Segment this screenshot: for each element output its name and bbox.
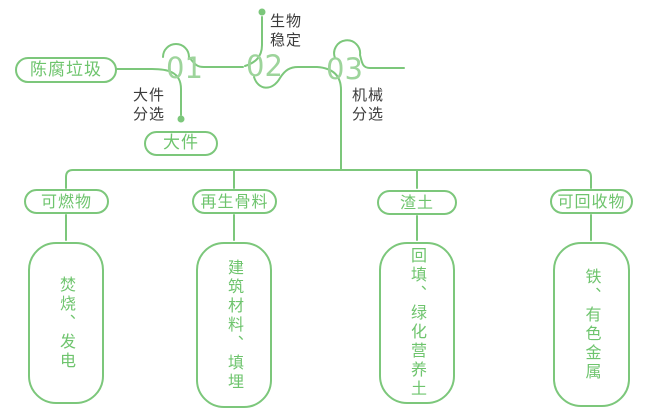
line-source-to-01	[116, 68, 182, 116]
result-box-backfill: 回填、绿化营养土	[379, 242, 455, 404]
process-label-bulky-sorting: 大件 分选	[133, 86, 166, 123]
branch-pill-slag-soil: 渣土	[377, 190, 457, 215]
arc-step-01	[162, 43, 244, 68]
result-text-metals: 铁、有色金属	[582, 267, 602, 382]
process-label-bio-stabilization: 生物 稳定	[270, 12, 303, 49]
branch-label-slag-soil: 渣土	[399, 192, 434, 212]
branch-pill-combustible: 可燃物	[24, 189, 109, 214]
branch-label-recyclables: 可回收物	[557, 191, 626, 211]
bulky-output-label: 大件	[163, 133, 199, 153]
line-02-to-branch	[253, 66, 342, 171]
branch-rail	[65, 169, 592, 189]
result-box-building-material: 建筑材料、填埋	[196, 242, 272, 408]
source-pill: 陈腐垃圾	[15, 57, 117, 83]
step-number-01: 01	[166, 51, 203, 85]
bulky-endpoint-dot	[177, 115, 185, 123]
bulky-output-pill: 大件	[144, 131, 218, 156]
result-box-metals: 铁、有色金属	[553, 242, 630, 407]
line-bio-drop	[244, 16, 263, 67]
branch-pill-recycled-aggregate: 再生骨料	[192, 189, 277, 214]
branch-pill-recyclables: 可回收物	[550, 189, 633, 214]
result-text-backfill: 回填、绿化营养土	[408, 247, 427, 399]
result-text-incineration: 焚烧、发电	[57, 275, 76, 371]
result-text-building-material: 建筑材料、填埋	[225, 258, 244, 392]
branch-label-combustible: 可燃物	[40, 191, 92, 211]
step-number-02: 02	[246, 49, 283, 83]
process-label-mechanical-sorting: 机械 分选	[352, 86, 385, 123]
result-box-incineration: 焚烧、发电	[28, 242, 104, 404]
arc-step-03	[333, 39, 405, 69]
step-number-03: 03	[326, 52, 363, 86]
branch-label-recycled-aggregate: 再生骨料	[200, 191, 269, 211]
source-label: 陈腐垃圾	[30, 59, 102, 80]
bio-endpoint-dot	[258, 8, 266, 16]
